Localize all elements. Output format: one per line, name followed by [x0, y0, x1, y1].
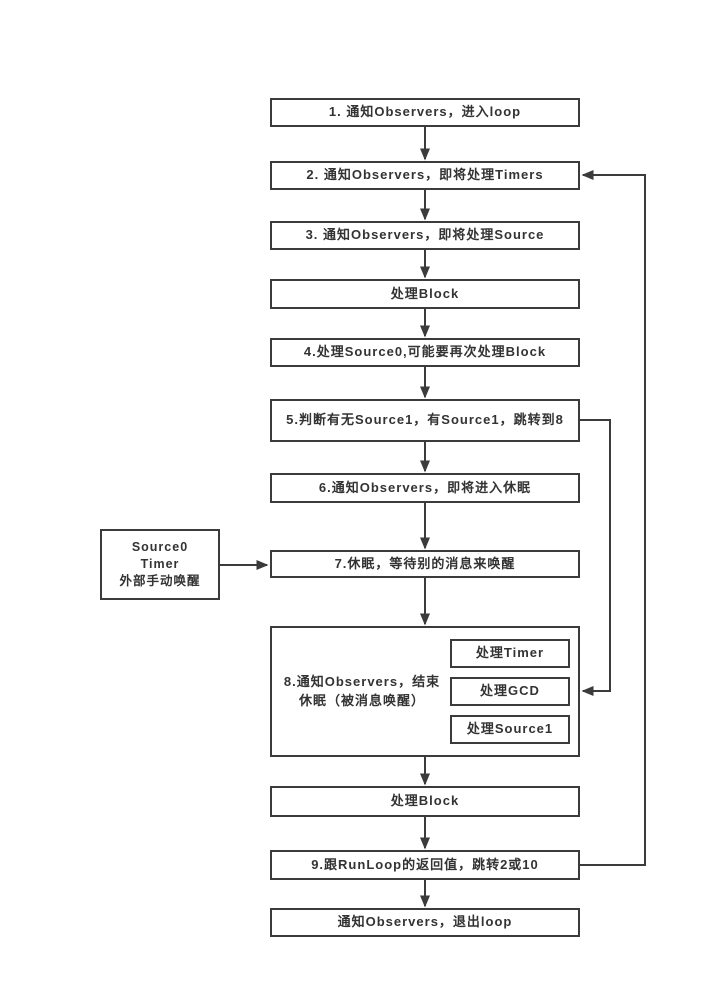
node-handle-block-2: 处理Block — [270, 786, 580, 817]
wakeup-source0-label: Source0 — [131, 540, 189, 554]
node-handle-timer: 处理Timer — [450, 639, 570, 668]
wakeup-manual-label: 外部手动唤醒 — [119, 574, 201, 588]
node-step5-check-source1: 5.判断有无Source1，有Source1，跳转到8 — [270, 399, 580, 442]
wakeup-timer-label: Timer — [140, 557, 180, 571]
node-handle-gcd: 处理GCD — [450, 677, 570, 706]
node-step7-sleep-wait: 7.休眠，等待别的消息来唤醒 — [270, 550, 580, 578]
node-step8-end-sleep: 8.通知Observers，结束休眠（被消息唤醒） 处理Timer 处理GCD … — [270, 626, 580, 757]
node-step2-will-process-timers: 2. 通知Observers，即将处理Timers — [270, 161, 580, 190]
node-wakeup-sources: Source0 Timer 外部手动唤醒 — [100, 529, 220, 600]
node-step4-process-source0: 4.处理Source0,可能要再次处理Block — [270, 338, 580, 367]
node-step10-exit-loop: 通知Observers，退出loop — [270, 908, 580, 937]
node-handle-source1: 处理Source1 — [450, 715, 570, 744]
node-step6-will-sleep: 6.通知Observers，即将进入休眠 — [270, 473, 580, 503]
node-step1-enter-loop: 1. 通知Observers，进入loop — [270, 98, 580, 127]
node-handle-block-1: 处理Block — [270, 279, 580, 309]
node-step3-will-process-source: 3. 通知Observers，即将处理Source — [270, 221, 580, 250]
node-step9-runloop-return: 9.跟RunLoop的返回值，跳转2或10 — [270, 850, 580, 880]
step8-label: 8.通知Observers，结束休眠（被消息唤醒） — [283, 673, 441, 708]
